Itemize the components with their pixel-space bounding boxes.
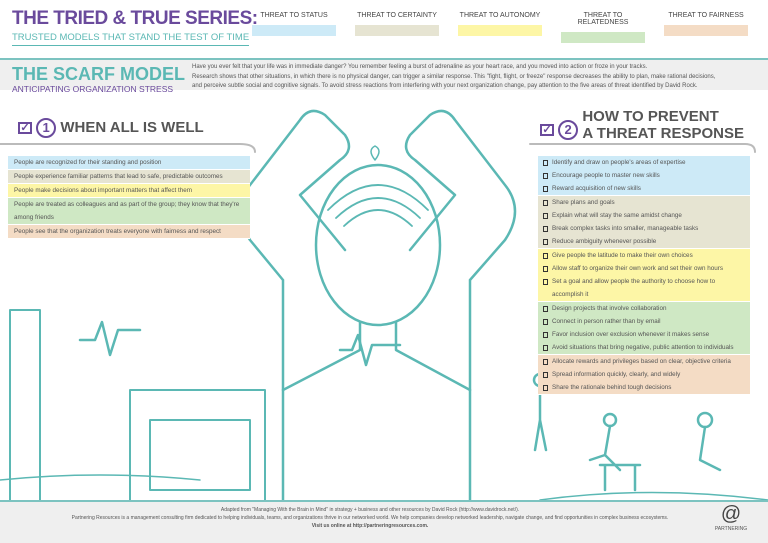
series-subtitle: TRUSTED MODELS THAT STAND THE TEST OF TI… [12, 32, 250, 46]
list-item: Connect in person rather than by email [538, 315, 750, 328]
logo-text: PARTNERING [714, 526, 748, 532]
list-item: Set a goal and allow people the authorit… [538, 275, 750, 301]
list-item: Identify and draw on people's areas of e… [538, 156, 750, 169]
footer-line: Adapted from "Managing With the Brain in… [220, 507, 520, 513]
intro-line: and perceive subtle social and cognitive… [192, 83, 698, 89]
threat-legend-item: THREAT TO CERTAINTY [355, 12, 439, 36]
list-item: Design projects that involve collaborati… [538, 302, 750, 315]
left-section-heading: ✓ 1 WHEN ALL IS WELL [18, 118, 204, 138]
threat-legend-item: THREAT TO FAIRNESS [664, 12, 748, 36]
footer-line: Partnering Resources is a management con… [71, 515, 669, 521]
threat-swatch [252, 25, 336, 36]
threat-label: THREAT TO FAIRNESS [668, 12, 744, 19]
threat-legend-item: THREAT TO RELATEDNESS [561, 12, 645, 43]
list-item: Share the rationale behind tough decisio… [538, 381, 750, 394]
footer-text: Adapted from "Managing With the Brain in… [40, 506, 700, 530]
list-item: Break complex tasks into smaller, manage… [538, 222, 750, 235]
threat-group: Allocate rewards and privileges based on… [538, 355, 750, 395]
list-item: Spread information quickly, clearly, and… [538, 368, 750, 381]
divider [0, 58, 768, 60]
threat-swatch [561, 32, 645, 43]
list-item: Allocate rewards and privileges based on… [538, 355, 750, 368]
step-number: 2 [558, 120, 579, 140]
left-section-title: WHEN ALL IS WELL [60, 118, 204, 136]
threat-legend-item: THREAT TO AUTONOMY [458, 12, 542, 36]
list-item: People are recognized for their standing… [8, 156, 250, 170]
intro-text: Have you ever felt that your life was in… [192, 63, 762, 92]
threat-label: THREAT TO STATUS [260, 12, 328, 19]
list-item: Encourage people to master new skills [538, 169, 750, 182]
threat-group: Give people the latitude to make their o… [538, 249, 750, 302]
threat-swatch [458, 25, 542, 36]
scarf-title: THE SCARF MODEL [12, 64, 185, 84]
left-list: People are recognized for their standing… [8, 156, 250, 239]
footer-link[interactable]: Visit us online at http://partneringreso… [311, 523, 429, 529]
spiral-icon: @ [720, 503, 742, 525]
list-item: People experience familiar patterns that… [8, 170, 250, 184]
list-item: Reward acquisition of new skills [538, 182, 750, 195]
list-item: Favor inclusion over exclusion whenever … [538, 328, 750, 341]
threat-group: Design projects that involve collaborati… [538, 302, 750, 355]
list-item: Share plans and goals [538, 196, 750, 209]
series-title: THE TRIED & TRUE SERIES: [12, 8, 258, 29]
threat-legend-item: THREAT TO STATUS [252, 12, 336, 36]
intro-line: Have you ever felt that your life was in… [192, 64, 648, 70]
checkbox-icon: ✓ [18, 122, 32, 134]
list-item: Give people the latitude to make their o… [538, 249, 750, 262]
threat-label: THREAT TO RELATEDNESS [577, 12, 629, 26]
step-number: 1 [36, 118, 57, 138]
checkbox-icon: ✓ [540, 124, 554, 136]
list-item: Reduce ambiguity whenever possible [538, 235, 750, 248]
list-item: Explain what will stay the same amidst c… [538, 209, 750, 222]
threat-swatch [355, 25, 439, 36]
partnering-logo: @ PARTNERING [706, 503, 756, 532]
intro-band [0, 60, 768, 90]
right-list: Identify and draw on people's areas of e… [538, 156, 750, 395]
threat-group: Identify and draw on people's areas of e… [538, 156, 750, 196]
list-item: People see that the organization treats … [8, 225, 250, 239]
list-item: Avoid situations that bring negative, pu… [538, 341, 750, 354]
threat-label: THREAT TO CERTAINTY [357, 12, 437, 19]
threat-swatch [664, 25, 748, 36]
scarf-subtitle: ANTICIPATING ORGANIZATION STRESS [12, 84, 174, 94]
list-item: People make decisions about important ma… [8, 184, 250, 198]
title-line: HOW TO PREVENT [582, 108, 719, 125]
footer [0, 500, 768, 543]
title-line: A THREAT RESPONSE [582, 125, 745, 142]
list-item: Allow staff to organize their own work a… [538, 262, 750, 275]
list-item: People are treated as colleagues and as … [8, 198, 250, 225]
intro-line: Research shows that other situations, in… [192, 73, 716, 80]
threat-label: THREAT TO AUTONOMY [459, 12, 541, 19]
